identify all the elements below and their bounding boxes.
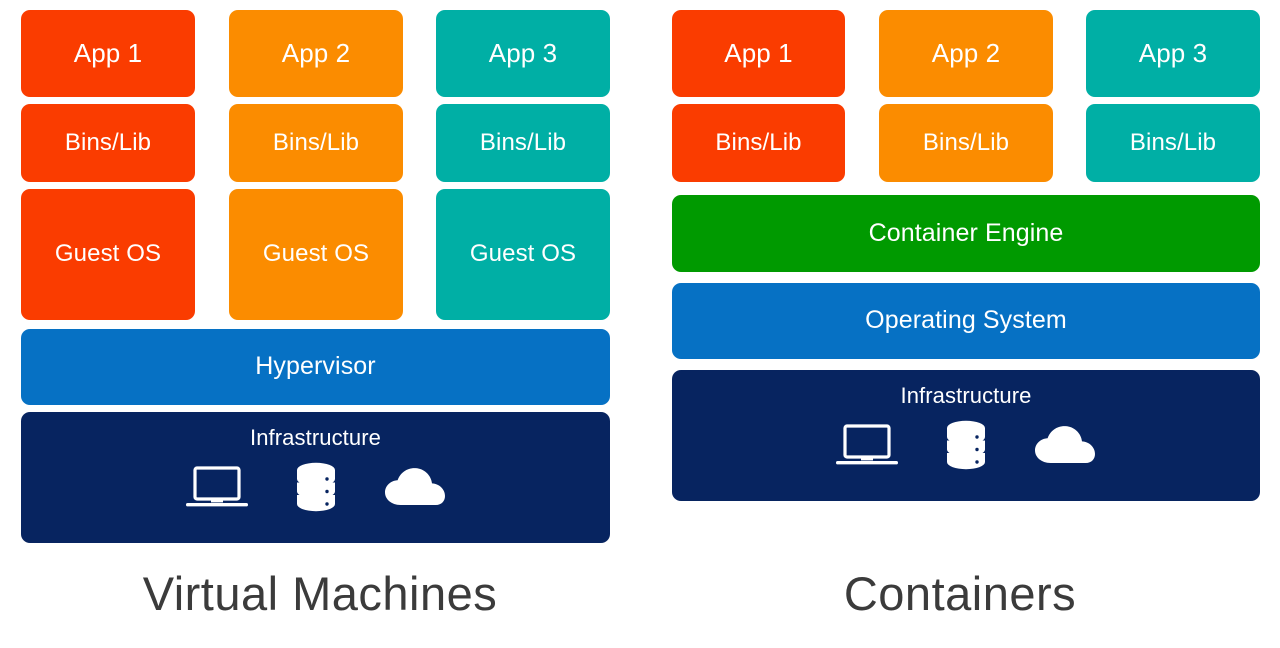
ctr-app-box-3[interactable]: App 3	[1086, 10, 1260, 97]
laptop-icon	[836, 423, 898, 469]
vm-infrastructure-label: Infrastructure	[249, 425, 381, 450]
vm-guest-os-box-2[interactable]: Guest OS	[229, 189, 403, 320]
ctr-app-label-3: App 3	[1138, 38, 1208, 69]
cloud-icon	[384, 467, 446, 509]
laptop-icon	[185, 465, 248, 511]
container-engine-label: Container Engine	[868, 218, 1064, 247]
ctr-bins-label-3: Bins/Lib	[1129, 128, 1217, 156]
container-engine-bar[interactable]: Container Engine	[672, 195, 1260, 272]
ctr-app-label-2: App 2	[931, 38, 1001, 69]
vm-app-label-2: App 2	[281, 38, 351, 69]
vm-app-label-3: App 3	[488, 38, 558, 69]
vm-guest-os-box-1[interactable]: Guest OS	[21, 189, 195, 320]
vm-infrastructure-bar[interactable]: Infrastructure	[21, 412, 610, 543]
vm-bins-box-3[interactable]: Bins/Lib	[436, 104, 610, 182]
operating-system-bar[interactable]: Operating System	[672, 283, 1260, 359]
ctr-infrastructure-icons	[836, 420, 1096, 472]
hypervisor-bar[interactable]: Hypervisor	[21, 329, 610, 405]
vm-bins-box-1[interactable]: Bins/Lib	[21, 104, 195, 182]
database-icon	[944, 420, 988, 472]
virtual-machines-panel: App 1 Bins/Lib Guest OS App 2 Bins/Lib G…	[21, 10, 610, 543]
vm-bins-box-2[interactable]: Bins/Lib	[229, 104, 403, 182]
vm-infrastructure-icons	[185, 462, 446, 514]
ctr-infrastructure-label: Infrastructure	[900, 383, 1032, 408]
vm-bins-label-3: Bins/Lib	[479, 128, 567, 156]
ctr-bins-label-1: Bins/Lib	[715, 128, 802, 156]
vm-app-box-2[interactable]: App 2	[229, 10, 403, 97]
ctr-bins-label-2: Bins/Lib	[922, 128, 1010, 156]
ctr-infrastructure-bar[interactable]: Infrastructure	[672, 370, 1260, 501]
vm-guest-os-label-1: Guest OS	[54, 240, 162, 268]
vm-guest-os-box-3[interactable]: Guest OS	[436, 189, 610, 320]
hypervisor-label: Hypervisor	[255, 352, 376, 381]
vm-bins-label-1: Bins/Lib	[64, 128, 152, 156]
operating-system-label: Operating System	[865, 306, 1067, 335]
vm-guest-os-label-2: Guest OS	[262, 240, 370, 268]
ctr-app-box-1[interactable]: App 1	[672, 10, 845, 97]
vm-app-label-1: App 1	[73, 38, 143, 69]
vm-app-box-1[interactable]: App 1	[21, 10, 195, 97]
ctr-app-box-2[interactable]: App 2	[879, 10, 1053, 97]
virtual-machines-caption: Virtual Machines	[142, 567, 498, 620]
ctr-bins-box-2[interactable]: Bins/Lib	[879, 104, 1053, 182]
ctr-bins-box-1[interactable]: Bins/Lib	[672, 104, 845, 182]
database-icon	[294, 462, 338, 514]
cloud-icon	[1034, 425, 1096, 467]
vm-bins-label-2: Bins/Lib	[272, 128, 360, 156]
ctr-app-label-1: App 1	[724, 38, 793, 69]
vm-guest-os-label-3: Guest OS	[469, 240, 577, 268]
containers-caption: Containers	[843, 567, 1077, 620]
vm-app-box-3[interactable]: App 3	[436, 10, 610, 97]
containers-panel: App 1 Bins/Lib App 2 Bins/Lib App 3 Bins…	[640, 0, 1280, 648]
ctr-bins-box-3[interactable]: Bins/Lib	[1086, 104, 1260, 182]
